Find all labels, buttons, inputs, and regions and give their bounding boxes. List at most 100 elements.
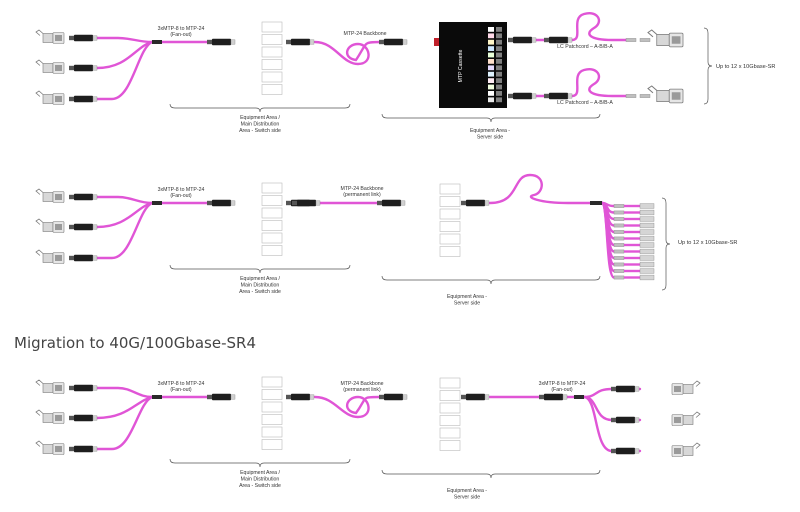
cassette-lc-port	[488, 84, 494, 90]
mtp-8-connector	[68, 34, 98, 42]
fanout-leg-2	[95, 40, 154, 70]
lc-connector	[613, 223, 625, 228]
qsfp-transceiver-icon	[35, 218, 65, 233]
patch-panel-slot	[261, 401, 283, 413]
lc-connector	[613, 243, 625, 247]
section-heading: Migration to 40G/100Gbase-SR4	[14, 334, 256, 352]
mtp-8-connector	[610, 416, 640, 424]
patch-panel-slot	[439, 415, 461, 426]
cassette-lc-port	[496, 91, 502, 96]
area-label-server-side: Equipment Area -	[447, 294, 487, 300]
backbone-sublabel: (permanent link)	[343, 387, 381, 393]
mtp-24-connector	[376, 199, 406, 207]
lc-connector	[507, 92, 537, 100]
qsfp-transceiver-icon	[671, 411, 701, 426]
fanout-leg-3	[95, 395, 154, 451]
patch-panel-slot	[439, 390, 461, 401]
backbone-label: MTP-24 Backbone	[344, 31, 387, 37]
patch-panel-slot	[261, 34, 283, 45]
fanout-leg-2	[95, 201, 154, 229]
sfp-transceiver-icon	[639, 216, 655, 222]
area-label-switch-side: Equipment Area /	[240, 470, 280, 476]
mtp-24-connector	[460, 393, 490, 401]
patch-panel-slot	[439, 233, 461, 245]
backbone-slack-loop	[313, 40, 384, 66]
fanout-label: 3xMTP-8 to MTP-24	[539, 381, 586, 387]
cassette-lc-port	[488, 97, 494, 103]
area-label-switch-side: Main Distribution	[241, 122, 280, 128]
patch-panel-slot	[261, 195, 283, 206]
patch-panel-slot	[261, 59, 283, 70]
cassette-lc-port	[488, 33, 494, 39]
lc-connector	[613, 269, 625, 273]
patch-panel-slot	[439, 427, 461, 439]
lc-connector	[543, 36, 573, 44]
port-count-note: Up to 12 x 10Gbase-SR	[678, 240, 737, 246]
lc-boot	[624, 230, 640, 234]
port-count-note: Up to 12 x 10Gbase-SR	[716, 64, 775, 70]
patch-panel-slot	[261, 439, 283, 450]
patch-panel-slot	[261, 232, 283, 244]
lc-connector	[613, 249, 625, 254]
patch-panel-slot	[261, 21, 283, 33]
cassette-label: MTP Cassette	[458, 50, 464, 83]
sfp-transceiver-icon	[639, 261, 655, 268]
patch-panel-slot	[261, 182, 283, 194]
sfp-transceiver-icon	[647, 85, 684, 104]
cassette-lc-port	[488, 39, 494, 45]
lc-boot	[624, 263, 640, 266]
lc-duplex-connector	[639, 38, 651, 42]
cassette-lc-port	[488, 91, 494, 96]
qsfp-transceiver-icon	[35, 59, 65, 74]
mtp-24-connector	[538, 393, 568, 401]
lc-connector	[507, 36, 537, 44]
qsfp-transceiver-icon	[35, 409, 65, 424]
area-label-server-side: Server side	[454, 301, 480, 307]
patchcord-label: LC Patchcord – A-B/B-A	[557, 44, 613, 50]
qsfp-transceiver-icon	[671, 380, 701, 395]
patch-panel-server-side	[439, 183, 461, 257]
patch-panel-slot	[261, 220, 283, 231]
patch-panel-slot	[261, 426, 283, 438]
patch-panel-slot	[439, 208, 461, 220]
cassette-lc-port	[496, 46, 502, 51]
cassette-lc-port	[488, 71, 494, 77]
sfp-transceiver-icon	[639, 235, 655, 242]
patch-panel-slot	[261, 71, 283, 83]
sfp-transceiver-icon	[639, 248, 655, 255]
area-label-switch-side: Main Distribution	[241, 283, 280, 289]
lc-duplex-connector	[639, 94, 651, 98]
brace-ports	[661, 197, 671, 291]
fanout-label: 3xMTP-8 to MTP-24	[158, 26, 205, 32]
cassette-lc-port	[496, 39, 502, 45]
fanout-sublabel: (Fan-out)	[170, 387, 192, 393]
cassette-lc-port	[488, 65, 494, 71]
area-label-switch-side: Area - Switch side	[239, 128, 281, 134]
lc-boot	[624, 224, 640, 227]
area-label-switch-side: Area - Switch side	[239, 289, 281, 295]
mtp-24-connector	[206, 393, 236, 401]
mtp-8-connector	[68, 95, 98, 103]
lc-connector	[613, 230, 625, 234]
backbone-sublabel: (permanent link)	[343, 192, 381, 198]
lc-boot	[624, 204, 640, 208]
mtp-8-connector	[68, 384, 98, 392]
mtp-8-connector	[610, 447, 640, 455]
lc-boot	[624, 250, 640, 253]
fanout-leg-1	[95, 386, 154, 399]
patch-panel-slot	[439, 183, 461, 195]
fanout-label: 3xMTP-8 to MTP-24	[158, 381, 205, 387]
sfp-transceiver-icon	[639, 268, 655, 274]
lc-boot	[624, 217, 640, 221]
lc-breakout-leg	[600, 201, 616, 279]
cassette-lc-port	[496, 71, 502, 77]
fanout-leg-3	[95, 201, 154, 260]
mtp-8-connector	[68, 445, 98, 453]
mtp-24-connector	[206, 199, 236, 207]
backbone-slack-loop	[488, 173, 594, 205]
patch-panel-slot	[439, 402, 461, 414]
cassette-lc-port	[496, 52, 502, 58]
patchcord-label: LC Patchcord – A-B/B-A	[557, 100, 613, 106]
fanout-leg-1	[95, 195, 154, 205]
cassette-lc-port	[496, 78, 502, 83]
